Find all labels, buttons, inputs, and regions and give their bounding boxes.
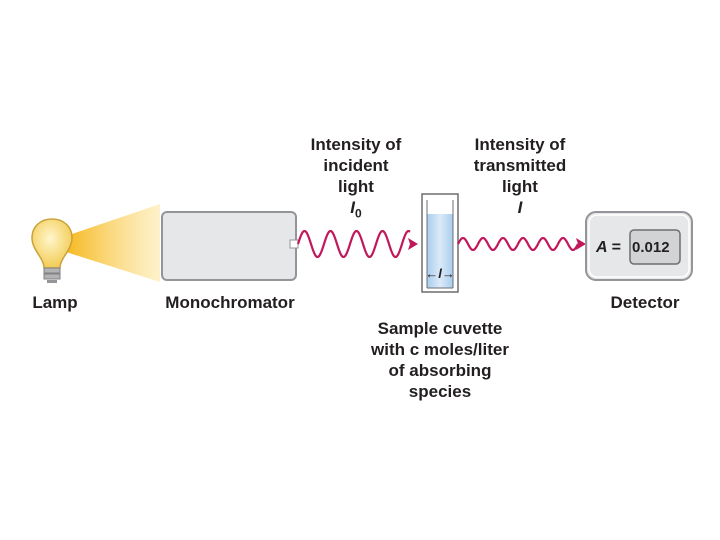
incident-intensity-label: Intensity of incident light I0	[300, 134, 412, 224]
detector-label: Detector	[610, 293, 680, 312]
lamp-bulb-icon	[31, 218, 73, 283]
transmitted-line-1: Intensity of	[474, 135, 566, 154]
transmitted-intensity-label: Intensity of transmitted light I	[460, 134, 580, 218]
incident-symbol-letter: I	[350, 198, 356, 217]
cuvette-label: Sample cuvette with c moles/liter of abs…	[350, 318, 530, 402]
incident-line-3: light	[338, 177, 374, 196]
transmitted-line-2: transmitted	[473, 156, 567, 175]
transmitted-light-wave	[457, 236, 579, 252]
monochromator-label: Monochromator	[165, 293, 295, 312]
incident-light-wave	[296, 230, 411, 258]
incident-line-1: Intensity of	[310, 135, 402, 154]
incident-line-2: incident	[323, 156, 389, 175]
incident-arrowhead	[408, 238, 418, 250]
detector-readout: A = 0.012	[596, 234, 686, 264]
incident-symbol-subscript: 0	[355, 206, 362, 221]
cuvette-line-2: with c moles/liter	[371, 340, 509, 359]
lamp-label: Lamp	[32, 293, 78, 312]
monochromator-exit-slit	[289, 239, 299, 249]
cuvette-line-4: species	[408, 382, 472, 401]
monochromator-box	[161, 211, 297, 281]
detector-box	[585, 211, 693, 281]
cuvette-line-3: of absorbing	[388, 361, 492, 380]
cuvette-line-1: Sample cuvette	[377, 319, 503, 338]
path-length-label: ←l→	[425, 266, 455, 281]
transmitted-symbol: I	[517, 198, 523, 217]
transmitted-line-3: light	[502, 177, 538, 196]
detector-value: 0.012	[632, 239, 670, 256]
detector-variable: A =	[596, 239, 621, 256]
incident-symbol: I0	[300, 197, 412, 224]
transmitted-arrowhead	[576, 238, 586, 250]
light-beam	[66, 204, 160, 282]
sample-cuvette	[421, 193, 459, 293]
path-length-symbol: l	[438, 266, 442, 281]
